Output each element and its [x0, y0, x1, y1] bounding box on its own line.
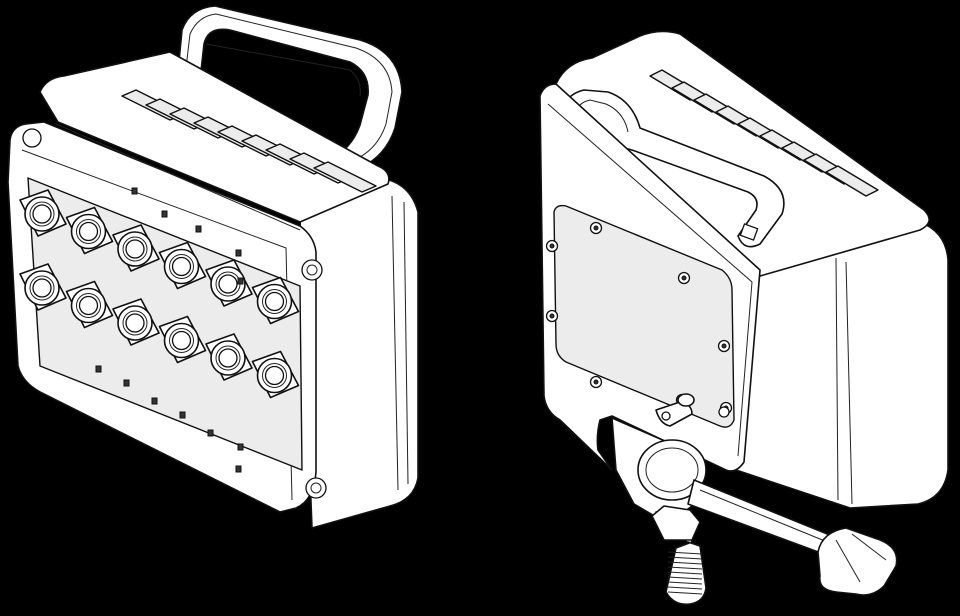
- front-mount-hole-bottom-right: [305, 477, 327, 499]
- panel-screw: [237, 277, 244, 285]
- panel-screw: [131, 187, 138, 195]
- enclosure-rear-view: [539, 30, 949, 606]
- circular-connector: [158, 315, 207, 364]
- panel-screw: [207, 429, 214, 437]
- rear-cover-screws: [545, 221, 733, 415]
- circular-connector: [112, 224, 160, 272]
- panel-screw: [151, 397, 158, 405]
- panel-screw: [235, 249, 242, 257]
- rear-handle-slot: [739, 223, 759, 241]
- valve-stem: [655, 393, 695, 427]
- thread-lines: [667, 551, 703, 595]
- circular-connector: [251, 276, 300, 325]
- cover-screw: [717, 339, 731, 353]
- cover-screw: [677, 271, 691, 285]
- front-side-wall: [299, 177, 419, 529]
- vent-slot: [825, 165, 879, 197]
- circular-connector: [19, 263, 67, 311]
- rear-pipe-fitting: [611, 417, 707, 606]
- hex-nut: [651, 505, 701, 541]
- cover-screw: [545, 239, 559, 253]
- rear-side-bolt: [718, 406, 730, 418]
- front-top-vents: [121, 89, 377, 193]
- circular-connector: [19, 189, 67, 237]
- panel-screw: [235, 465, 242, 473]
- enclosure-front-view: [7, 5, 419, 529]
- circular-connector: [65, 280, 114, 329]
- front-mount-hole-top-right: [301, 259, 323, 281]
- panel-screw: [237, 443, 244, 451]
- star-knob: [817, 527, 898, 596]
- panel-screw: [179, 411, 186, 419]
- circular-connector: [158, 241, 207, 290]
- circular-connector: [65, 206, 114, 255]
- cover-screw: [545, 309, 559, 323]
- circular-connector: [205, 259, 253, 307]
- panel-screw: [161, 210, 168, 218]
- front-panel-screws: [95, 187, 244, 473]
- cover-screw: [589, 375, 603, 389]
- cover-screw: [589, 221, 603, 235]
- front-connector-group: [19, 189, 300, 399]
- rear-cover-plate: [553, 204, 735, 428]
- panel-screw: [95, 365, 102, 373]
- vent-slot: [313, 161, 377, 193]
- rear-top-vents: [649, 69, 879, 197]
- rear-side-wall: [735, 221, 949, 509]
- panel-screw: [195, 225, 202, 233]
- circular-connector: [251, 350, 300, 399]
- front-mount-hole-top-left: [22, 128, 42, 148]
- circular-connector: [112, 298, 160, 346]
- circular-connector: [205, 333, 253, 381]
- panel-screw: [123, 379, 130, 387]
